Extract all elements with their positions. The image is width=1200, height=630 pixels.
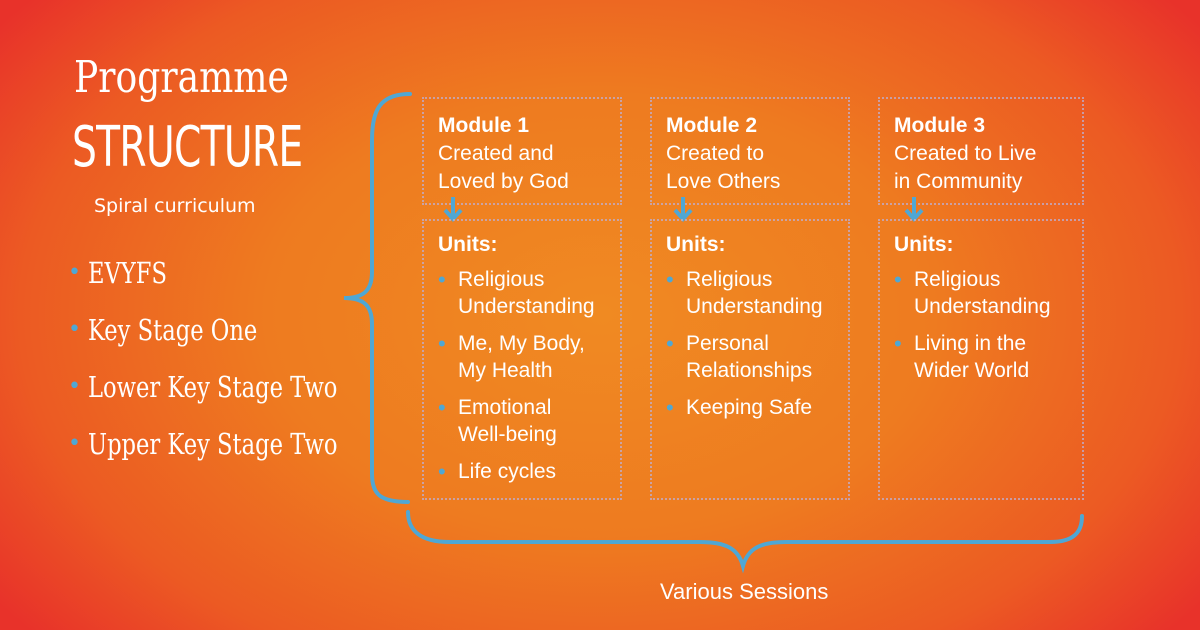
bullet-icon: • xyxy=(68,374,81,399)
subtitle: Spiral curriculum xyxy=(94,195,256,217)
bullet-icon: • xyxy=(666,331,674,356)
units-label: Units: xyxy=(894,233,954,256)
module-1-units-list: •Religious Understanding •Me, My Body, M… xyxy=(438,266,606,485)
bullet-icon: • xyxy=(438,395,446,420)
unit-item: •Religious Understanding xyxy=(894,267,1051,318)
bullet-icon: • xyxy=(438,459,446,484)
module-2-header-box: Module 2 Created to Love Others xyxy=(650,97,850,205)
module-1-units-box: Units: •Religious Understanding •Me, My … xyxy=(422,219,622,500)
bullet-icon: • xyxy=(666,267,674,292)
bullet-icon: • xyxy=(438,267,446,292)
bullet-icon: • xyxy=(666,395,674,420)
module-1-name: Module 1 xyxy=(438,114,530,137)
module-3-units-box: Units: •Religious Understanding •Living … xyxy=(878,219,1084,500)
units-label: Units: xyxy=(438,233,498,256)
bullet-icon: • xyxy=(438,331,446,356)
key-stage-list: •EVYFS •Key Stage One •Lower Key Stage T… xyxy=(68,244,408,472)
bullet-icon: • xyxy=(68,317,81,342)
module-3-title: Created to Live in Community xyxy=(894,142,1037,193)
module-1-title: Created and Loved by God xyxy=(438,142,569,193)
module-2-title: Created to Love Others xyxy=(666,142,781,193)
bullet-icon: • xyxy=(894,267,902,292)
key-stage-item: •EVYFS xyxy=(68,255,167,290)
module-1-header-box: Module 1 Created and Loved by God xyxy=(422,97,622,205)
module-3-units-list: •Religious Understanding •Living in the … xyxy=(894,266,1068,384)
bullet-icon: • xyxy=(894,331,902,356)
module-3-header-box: Module 3 Created to Live in Community xyxy=(878,97,1084,205)
module-3-name: Module 3 xyxy=(894,114,986,137)
unit-item: •Religious Understanding xyxy=(438,267,595,318)
bullet-icon: • xyxy=(68,260,81,285)
unit-item: •Religious Understanding xyxy=(666,267,823,318)
unit-item: •Life cycles xyxy=(438,459,557,484)
left-brace xyxy=(343,92,412,504)
unit-item: •Keeping Safe xyxy=(666,395,813,420)
units-label: Units: xyxy=(666,233,726,256)
title-structure: STRUCTURE xyxy=(72,115,303,180)
various-sessions-label: Various Sessions xyxy=(660,579,829,604)
bullet-icon: • xyxy=(68,431,81,456)
unit-item: •Personal Relationships xyxy=(666,331,813,382)
unit-item: •Emotional Well-being xyxy=(438,395,557,446)
unit-item: •Me, My Body, My Health xyxy=(438,331,585,382)
key-stage-item: •Upper Key Stage Two xyxy=(68,426,338,461)
module-2-name: Module 2 xyxy=(666,114,758,137)
unit-item: •Living in the Wider World xyxy=(894,331,1030,382)
key-stage-item: •Key Stage One xyxy=(68,312,258,347)
key-stage-item: •Lower Key Stage Two xyxy=(68,369,338,404)
title-programme: Programme xyxy=(74,52,289,103)
bottom-brace xyxy=(406,510,1084,574)
module-2-units-list: •Religious Understanding •Personal Relat… xyxy=(666,266,834,421)
module-2-units-box: Units: •Religious Understanding •Persona… xyxy=(650,219,850,500)
